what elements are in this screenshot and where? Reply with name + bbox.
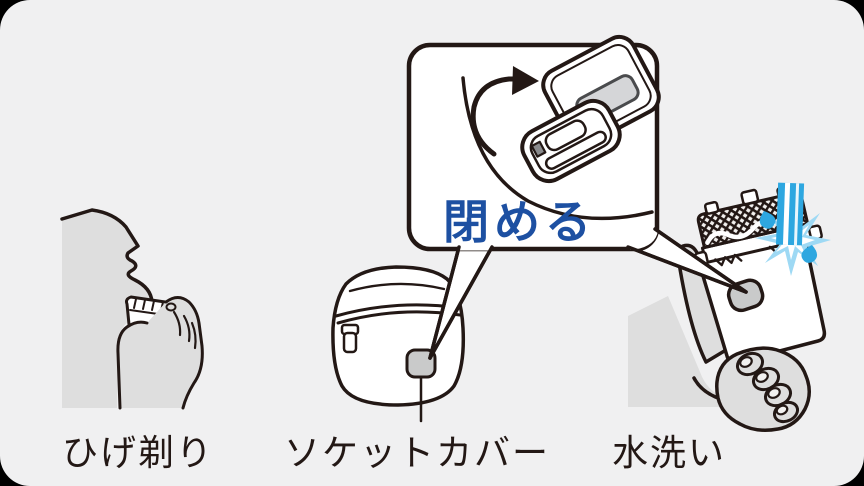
shaving-illustration — [60, 208, 204, 410]
finger-lines — [172, 310, 197, 350]
stream — [775, 182, 805, 246]
label-shaving: ひげ剃り — [62, 432, 215, 473]
shaver-base-illustration — [331, 265, 466, 423]
water-stream — [755, 182, 831, 276]
callout-close-text: 閉める — [443, 196, 596, 248]
tail-left-edge2 — [428, 245, 494, 360]
shaving-hand — [117, 297, 203, 408]
label-rinsing: 水洗い — [612, 432, 727, 473]
water-drop-right — [801, 245, 818, 263]
close-callout-bubble — [406, 34, 748, 360]
label-socket-cover: ソケットカバー — [284, 432, 551, 473]
base-lid-top-line — [348, 282, 446, 293]
base-latch — [340, 323, 360, 354]
water-drop-left — [759, 211, 776, 229]
cover-tray — [520, 98, 622, 184]
tail-right-mouth — [629, 229, 658, 250]
rotate-arrow-icon — [470, 66, 539, 157]
tray-socket-slot — [530, 140, 547, 158]
open-socket-cover-icon — [520, 34, 661, 184]
tail-right-edge1 — [626, 245, 748, 294]
rinse-forearm — [628, 296, 762, 407]
tail-left-edge1 — [428, 245, 461, 360]
fingernails — [739, 356, 789, 416]
fingernail — [165, 302, 177, 312]
rinse-illustration — [628, 182, 831, 432]
shaving-hand-outline2 — [116, 320, 149, 410]
tail-right-edge2 — [653, 227, 748, 294]
face-silhouette — [62, 210, 153, 408]
shaving-hand-outline — [164, 296, 204, 410]
